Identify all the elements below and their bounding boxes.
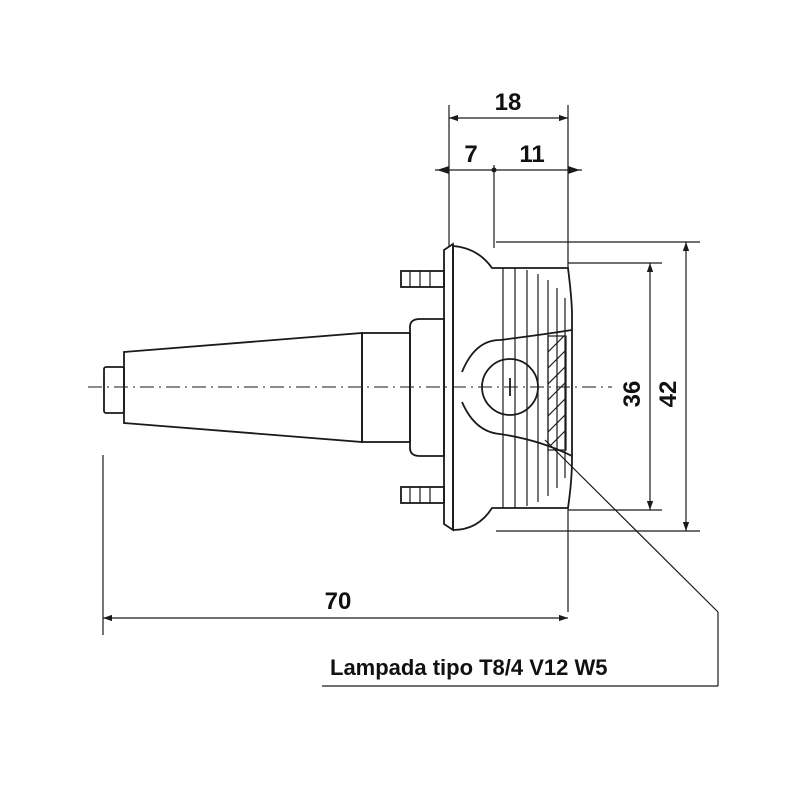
dimension-lines <box>102 105 700 635</box>
lens-housing <box>452 245 573 531</box>
lamp-type-label: Lampada tipo T8/4 V12 W5 <box>330 655 608 680</box>
lamp-body <box>88 242 612 532</box>
dim-label-42: 42 <box>655 381 682 408</box>
dim-label-11: 11 <box>519 141 544 168</box>
lens-section-hatch <box>547 335 567 451</box>
dim-label-7: 7 <box>464 141 477 168</box>
lower-stud <box>400 486 445 504</box>
dim-label-18: 18 <box>495 89 522 116</box>
upper-stud <box>400 270 445 288</box>
bulb <box>481 358 539 416</box>
housing-ribs <box>502 268 566 508</box>
callout-leader <box>322 439 719 687</box>
dim-label-36: 36 <box>619 381 646 408</box>
rear-cap <box>103 366 125 414</box>
dim-label-70: 70 <box>325 588 352 615</box>
